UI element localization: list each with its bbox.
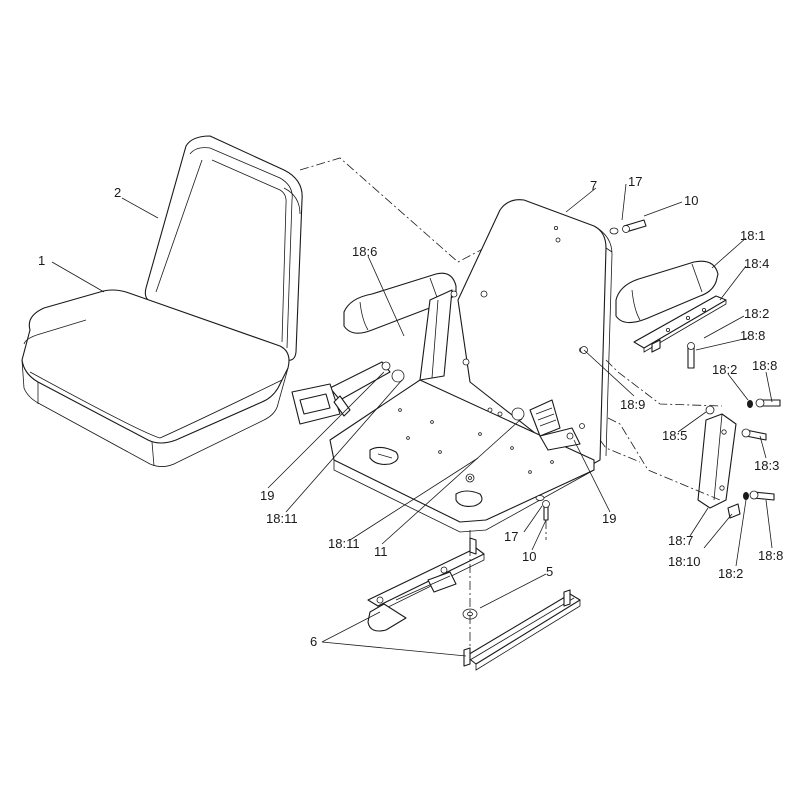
callout-18-4: 18:4 — [744, 256, 769, 271]
fastener-bolt-18-8-b — [755, 398, 781, 408]
fastener-nut-18-10 — [727, 503, 741, 519]
callout-18-2-a: 18:2 — [744, 306, 769, 321]
fastener-screw-10-bottom — [542, 500, 550, 521]
leader-lines — [51, 183, 773, 657]
callout-18-6: 18:6 — [352, 244, 377, 259]
callout-18-8-a: 18:8 — [740, 328, 765, 343]
callout-19-right: 19 — [602, 511, 616, 526]
callout-19-left: 19 — [260, 488, 274, 503]
callout-10-bottom: 10 — [522, 549, 536, 564]
washer-5 — [462, 608, 478, 620]
callout-17-top: 17 — [628, 174, 642, 189]
callout-18-8-b: 18:8 — [752, 358, 777, 373]
callout-18-2-b: 18:2 — [712, 362, 737, 377]
seat-cushion — [21, 289, 290, 467]
seat-frame-base-plate — [329, 379, 595, 533]
fastener-bolt-18-8-a — [687, 342, 695, 369]
fastener-washer-18-2-c — [743, 492, 749, 500]
right-armrest — [615, 260, 719, 324]
slide-rail-lower — [463, 589, 581, 671]
fastener-nut-18-5 — [705, 405, 715, 415]
seat-belt-left — [291, 361, 405, 425]
fastener-bolt-18-8-c — [749, 490, 775, 501]
callout-18-2-c: 18:2 — [718, 566, 743, 581]
fastener-washer-18-2-b — [747, 400, 753, 408]
callout-7: 7 — [590, 178, 597, 193]
callout-18-11-b: 18:11 — [328, 536, 360, 551]
callout-2: 2 — [114, 185, 121, 200]
callout-5: 5 — [546, 564, 553, 579]
fastener-bolt-18-3 — [741, 428, 767, 441]
slide-rail-upper — [367, 537, 485, 632]
fastener-screw-10-top — [622, 219, 647, 233]
callout-labels: 1 2 7 17 10 18:6 18:1 18:4 18:2 18:8 18:… — [38, 174, 783, 649]
callout-6: 6 — [310, 634, 317, 649]
callout-18-1: 18:1 — [740, 228, 765, 243]
callout-18-3: 18:3 — [754, 458, 779, 473]
fastener-washer-17-bottom — [535, 495, 545, 501]
armrest-bracket — [633, 295, 727, 353]
seat-frame-back-plate — [457, 199, 613, 471]
armrest-support-arm — [697, 413, 737, 509]
seat-belt-right — [511, 399, 581, 451]
callout-11: 11 — [374, 544, 388, 559]
callout-18-11-a: 18:11 — [266, 511, 298, 526]
callout-18-7: 18:7 — [668, 533, 693, 548]
callout-18-10: 18:10 — [668, 554, 701, 569]
callout-18-8-c: 18:8 — [758, 548, 783, 563]
left-armrest — [343, 272, 458, 381]
callout-18-9: 18:9 — [620, 397, 645, 412]
fastener-washer-17-top — [609, 227, 619, 235]
callout-18-5: 18:5 — [662, 428, 687, 443]
callout-1: 1 — [38, 253, 45, 268]
callout-17-bottom: 17 — [504, 529, 518, 544]
backrest-cushion — [144, 135, 303, 361]
fastener-nut-18-2-a — [651, 339, 661, 353]
callout-10-top: 10 — [684, 193, 698, 208]
